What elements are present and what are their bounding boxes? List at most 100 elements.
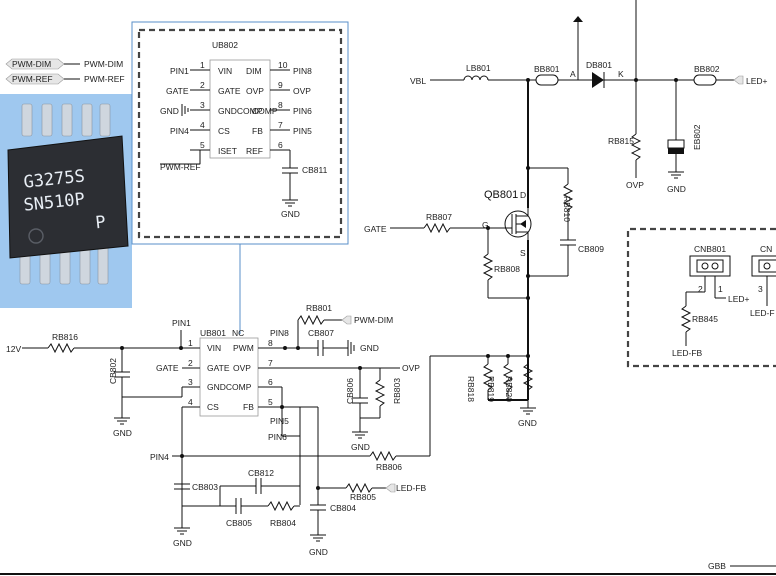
ub802-pin-num: 9 (278, 80, 283, 90)
ub802-net-label: GND (160, 106, 179, 116)
v12-label: 12V (6, 344, 21, 354)
boost-power-stage: VBL LB801 BB801 A DB801 K BB802 LED+ RB8… (364, 0, 768, 428)
rb806-label: RB806 (376, 462, 402, 472)
ub802-pin-label: OVP (246, 86, 264, 96)
ub801-pin-num: 7 (268, 358, 273, 368)
lb801-label: LB801 (466, 63, 491, 73)
ub802-ref-label: UB802 (212, 40, 238, 50)
pwm-dim-tag: PWM-DIM PWM-DIM (5, 58, 123, 70)
cb803-label: CB803 (192, 482, 218, 492)
cnb802-pin3: 3 (758, 284, 763, 294)
ovp-label: OVP (402, 363, 420, 373)
ub802-pin-num: 7 (278, 120, 283, 130)
ub802-pin-label: FB (252, 126, 263, 136)
gate-label: GATE (156, 363, 179, 373)
rb820-label: RB820 (504, 376, 514, 402)
eb802-label: EB802 (692, 124, 702, 150)
rb805-label: RB805 (350, 492, 376, 502)
ub802-net-label: PIN5 (293, 126, 312, 136)
pwm-dim-label: PWM-DIM (354, 315, 393, 325)
pin8-label: PIN8 (270, 328, 289, 338)
vbl-label: VBL (410, 76, 426, 86)
ub802-pin-label: REF (246, 146, 263, 156)
ub802-net-label: PIN4 (170, 126, 189, 136)
ub802-pin-num: 10 (278, 60, 288, 70)
ub802-pin-num: 3 (200, 100, 205, 110)
rb807-label: RB807 (426, 212, 452, 222)
gnd-label: GND (173, 538, 192, 548)
pin5-label: PIN5 (270, 416, 289, 426)
ub802-pins-right: DIM OVP COMP FB REF 10 9 8 7 6 PIN8 OVP … (246, 60, 328, 219)
drain-label: D (520, 190, 526, 200)
rb804-label: RB804 (270, 518, 296, 528)
ub801-pin-num: 4 (188, 397, 193, 407)
ub801-pin-label: GNDCOMP (207, 382, 252, 392)
ub802-pin-num: 8 (278, 100, 283, 110)
ub802-net-label: GATE (166, 86, 189, 96)
pin1-label: PIN1 (172, 318, 191, 328)
ub802-body (209, 59, 271, 159)
ub802-pin-num: 4 (200, 120, 205, 130)
cb806-label: CB806 (345, 378, 355, 404)
ub802-pin-label: GNDCOMP (218, 106, 263, 116)
cnb802-label: CN (760, 244, 772, 254)
ub802-pin-label: ISET (218, 146, 237, 156)
ub801-pin-num: 6 (268, 377, 273, 387)
anode-label: A (570, 69, 576, 79)
ub802-net-label: PIN6 (293, 106, 312, 116)
ub802-pin-num: 6 (278, 140, 283, 150)
ub801-pin-label: OVP (233, 363, 251, 373)
ub801-ref-label: UB801 (200, 328, 226, 338)
ub801-pin-num: 5 (268, 397, 273, 407)
pwm-ref-tag-label: PWM-REF (12, 74, 53, 84)
bb802-label: BB802 (694, 64, 720, 74)
rb845-label: RB845 (692, 314, 718, 324)
ub802-pin-num: 1 (200, 60, 205, 70)
led-fb-label: LED-FB (672, 348, 703, 358)
ub801-pin-num: 2 (188, 358, 193, 368)
led-plus-label: LED+ (728, 294, 750, 304)
input-12v-section: 12V RB816 CB802 GND GATE PIN1 (6, 318, 200, 528)
rb801-label: RB801 (306, 303, 332, 313)
ub802-net-label: OVP (293, 86, 311, 96)
ub801-pin-num: 3 (188, 377, 193, 387)
rb803-label: RB803 (392, 378, 402, 404)
rb810-label: RB810 (562, 196, 572, 222)
ub802-dashed-box (137, 28, 343, 239)
rb808-label: RB808 (494, 264, 520, 274)
pwm-ref-net-label: PWM-REF (84, 74, 125, 84)
cb812-label: CB812 (248, 468, 274, 478)
led-fb-label: LED-FB (396, 483, 427, 493)
led-fb-partial-label: LED-F (750, 308, 775, 318)
ub801-body (199, 337, 259, 417)
cb804-label: CB804 (330, 503, 356, 513)
chip-pin1-dot (28, 228, 44, 244)
rb816-label: RB816 (52, 332, 78, 342)
ovp-label: OVP (626, 180, 644, 190)
gnd-label: GND (667, 184, 686, 194)
ub801-pin-label: GATE (207, 363, 230, 373)
gnd-label: GND (351, 442, 370, 452)
gnd-label: GND (113, 428, 132, 438)
ub801-pin-label: VIN (207, 343, 221, 353)
cb805-label: CB805 (226, 518, 252, 528)
ub801-pin-num: 1 (188, 338, 193, 348)
cs-sense-network: PIN4 RB806 CB803 GND CB812 CB805 RB804 (150, 355, 528, 557)
ub801-pin-label: PWM (233, 343, 254, 353)
chip-photo: G3275S SN510P P (0, 94, 132, 308)
rb818-label: RB818 (466, 376, 476, 402)
ub802-gnd-label: GND (281, 209, 300, 219)
pwm-dim-tag-label: PWM-DIM (12, 59, 51, 69)
rb819-label: RB819 (486, 376, 496, 402)
pwm-dim-net-label: PWM-DIM (84, 59, 123, 69)
gate-pin-label: G (482, 220, 489, 230)
ub801-pin-label: CS (207, 402, 219, 412)
cnb801-pin1: 1 (718, 284, 723, 294)
ub802-pin-num: 2 (200, 80, 205, 90)
cb802-label: CB802 (108, 358, 118, 384)
cnb801-pin2: 2 (698, 284, 703, 294)
ub802-pins-left: VIN GATE GNDCOMP CS ISET 1 2 3 4 5 PIN1 … (160, 60, 263, 172)
chip-marking-line3: P (94, 212, 106, 233)
rb815-label: RB815 (608, 136, 634, 146)
